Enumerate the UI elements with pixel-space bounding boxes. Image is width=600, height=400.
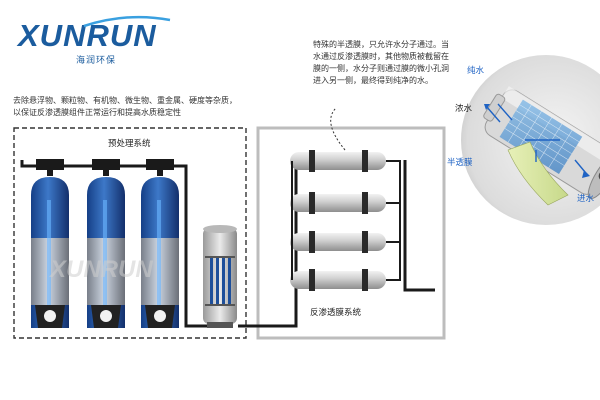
concentrate-label: 浓水 xyxy=(455,104,473,114)
semi-membrane-label: 半透膜 xyxy=(447,158,473,168)
pretreatment-frame xyxy=(13,127,247,339)
pretreatment-description: 去除悬浮物、颗粒物、有机物、微生物、重金属、硬度等杂质，以保证反渗透膜组件正常运… xyxy=(13,96,237,117)
pretreatment-tank-2 xyxy=(87,177,125,328)
ro-tube-4 xyxy=(290,269,386,291)
ro-tube-1 xyxy=(290,150,386,172)
pretreatment-tank-3 xyxy=(141,177,179,328)
logo-swoosh-icon xyxy=(83,15,171,28)
brand-logo: XUNRUN 海润环保 xyxy=(18,15,171,70)
ro-frame xyxy=(256,126,446,340)
ro-description: 特殊的半透膜，只允许水分子通过。当水通过反渗透膜时，其他物质被截留在膜的一侧，水… xyxy=(313,40,449,85)
ro-system-label: 反渗透膜系统 xyxy=(310,308,362,318)
leader-line xyxy=(330,107,346,151)
inlet-label: 进水 xyxy=(577,194,595,204)
pretreatment-label: 预处理系统 xyxy=(108,139,151,149)
pure-water-label: 纯水 xyxy=(467,66,485,76)
membrane-detail xyxy=(461,55,600,225)
watermark: XUNRUN xyxy=(48,256,153,283)
ro-tube-2 xyxy=(290,192,386,214)
cartridge-filter xyxy=(203,225,237,328)
logo-subtitle: 海润环保 xyxy=(76,56,117,66)
pretreatment-tank-1 xyxy=(31,177,69,328)
manifold-valves xyxy=(36,159,174,170)
ro-headers xyxy=(291,160,401,281)
ro-tube-3 xyxy=(290,231,386,253)
tank-top-fittings xyxy=(47,170,163,176)
